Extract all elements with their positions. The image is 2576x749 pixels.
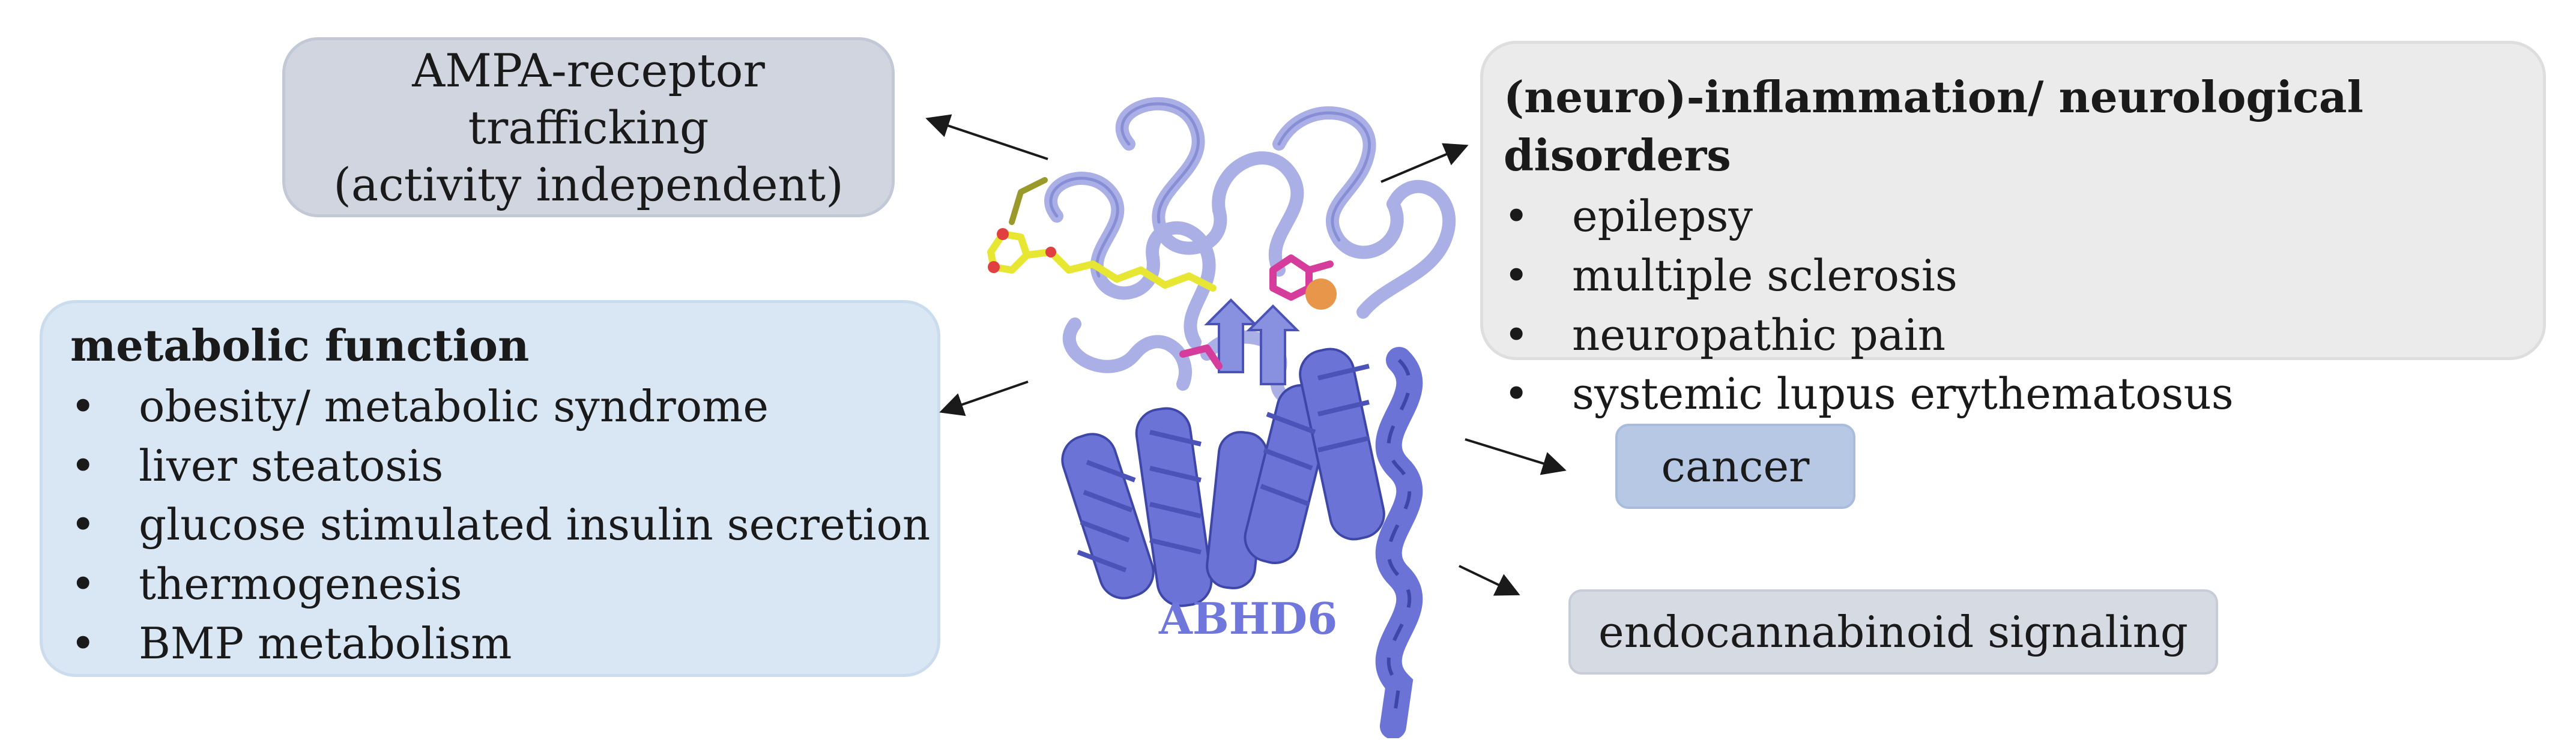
list-item: liver steatosis xyxy=(70,436,919,496)
list-item: epilepsy xyxy=(1504,187,2525,246)
list-item: thermogenesis xyxy=(70,555,919,614)
c-terminal-helix xyxy=(1375,347,1423,738)
list-item: glucose stimulated insulin secretion xyxy=(70,495,930,555)
metabolic-title: metabolic function xyxy=(70,320,530,371)
core-helices xyxy=(1061,347,1385,607)
list-item: multiple sclerosis xyxy=(1504,246,2525,305)
list-item: obesity/ metabolic syndrome xyxy=(70,377,919,436)
list-item: BMP metabolism xyxy=(70,614,919,673)
helix-stripes xyxy=(1077,364,1370,573)
neuro-list: epilepsy multiple sclerosis neuropathic … xyxy=(1504,187,2525,424)
endocannabinoid-label: endocannabinoid signaling xyxy=(1598,607,2189,657)
ligand-sticks xyxy=(987,177,1217,292)
list-item: neuropathic pain xyxy=(1504,305,2525,365)
ampa-line-1: AMPA-receptor trafficking xyxy=(412,43,765,154)
protein-label: ABHD6 xyxy=(1159,593,1338,644)
ampa-trafficking-box: AMPA-receptor trafficking (activity inde… xyxy=(282,37,895,217)
accent-residue xyxy=(1305,278,1337,310)
neuro-title: (neuro)-inflammation/ neurological disor… xyxy=(1504,71,2363,181)
upper-lobe-ribbon-edges xyxy=(1049,102,1371,278)
cancer-label: cancer xyxy=(1661,441,1810,492)
metabolic-function-box: metabolic function obesity/ metabolic sy… xyxy=(40,300,940,677)
cancer-box: cancer xyxy=(1615,424,1855,509)
ampa-line-2: (activity independent) xyxy=(333,157,844,211)
metabolic-list: obesity/ metabolic syndrome liver steato… xyxy=(70,377,930,673)
beta-sheet xyxy=(1204,298,1300,385)
neuro-inflammation-box: (neuro)-inflammation/ neurological disor… xyxy=(1480,41,2546,424)
abhd6-protein-structure xyxy=(987,97,1456,738)
endocannabinoid-box: endocannabinoid signaling xyxy=(1568,589,2218,675)
list-item: systemic lupus erythematosus xyxy=(1504,364,2525,424)
